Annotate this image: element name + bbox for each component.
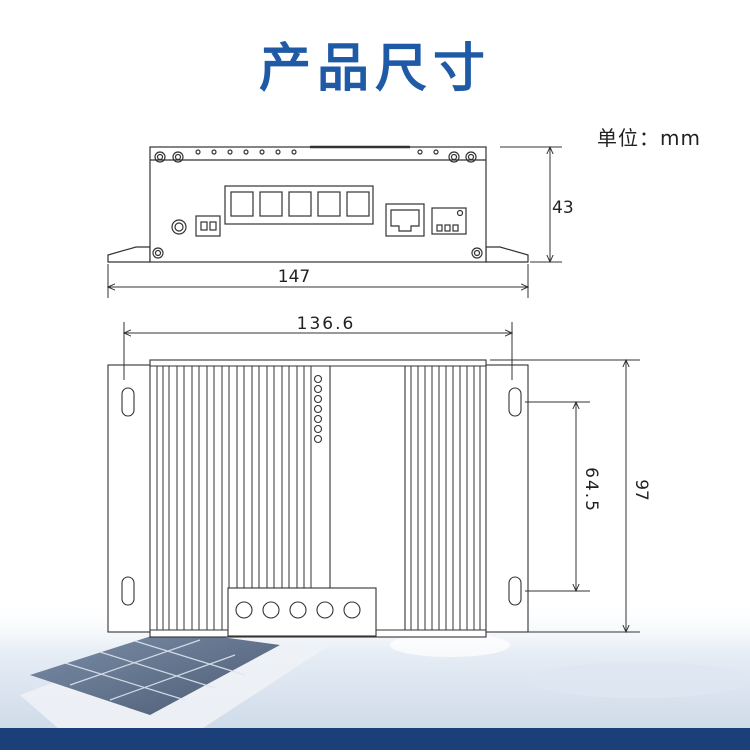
top-left-heatsink-fins <box>156 366 312 630</box>
top-status-leds <box>313 374 323 444</box>
top-right-heatsink-fins <box>410 366 481 630</box>
top-slot-tl <box>121 387 135 417</box>
top-slot-tr <box>508 387 522 417</box>
top-connector-holes <box>235 601 361 619</box>
top-depth-dimension <box>490 360 640 632</box>
bottom-color-bar <box>0 728 750 750</box>
top-hole-spacing-dimension <box>525 402 590 591</box>
front-view <box>107 145 529 263</box>
front-screws <box>152 151 483 259</box>
front-width-dimension <box>108 264 528 298</box>
front-right-flange <box>485 246 529 263</box>
page-title: 产品尺寸 <box>258 39 491 99</box>
top-hole-span-dimension <box>124 322 512 380</box>
front-width-label: 147 <box>278 267 310 287</box>
top-depth-label: 97 <box>631 479 651 501</box>
front-power-connector <box>195 215 221 237</box>
unit-label: 单位：mm <box>597 126 701 150</box>
front-left-flange <box>107 246 151 263</box>
top-hole-span-label: 136.6 <box>297 314 356 334</box>
top-slot-bl <box>121 576 135 606</box>
front-terminal-block <box>431 207 467 235</box>
front-round-port <box>171 219 187 235</box>
front-top-dots <box>195 149 439 155</box>
front-height-dimension <box>500 147 562 262</box>
top-hole-spacing-label: 64.5 <box>581 467 601 513</box>
front-rj45-port <box>385 203 425 237</box>
top-connector-block <box>227 587 377 637</box>
front-height-label: 43 <box>552 198 574 218</box>
top-view <box>107 359 529 638</box>
top-slot-br <box>508 576 522 606</box>
